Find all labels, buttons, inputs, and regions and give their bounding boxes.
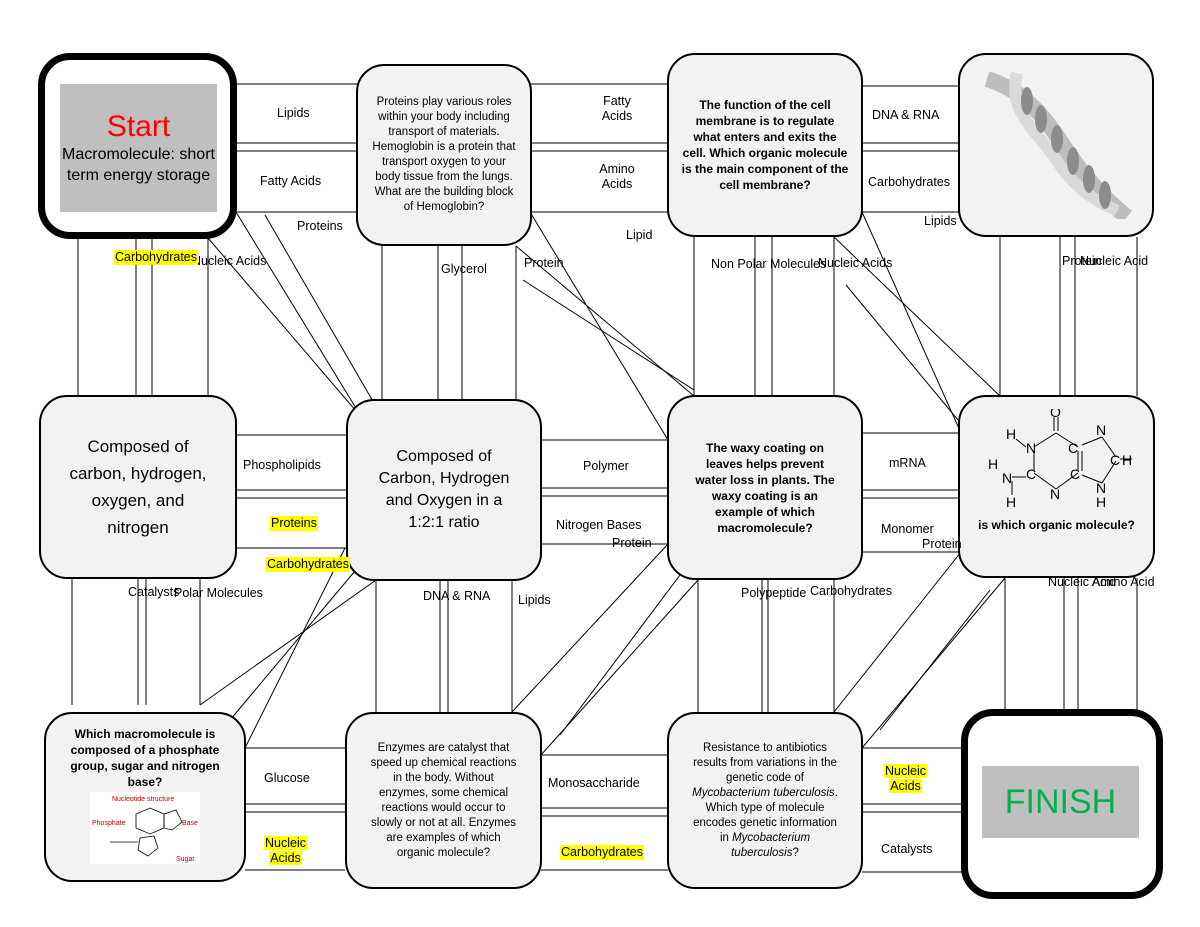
path-label: Nucleic Acid xyxy=(1080,254,1149,268)
path-label: Polypeptide xyxy=(741,586,807,600)
path-label: Lipids xyxy=(518,593,551,607)
space-antibiotics-text-e: ? xyxy=(792,846,799,859)
path-label: Catalysts xyxy=(881,842,933,856)
path-label: Lipids xyxy=(924,214,957,228)
path-label: Protein xyxy=(612,536,652,550)
path-label: Nucleic Acids xyxy=(818,256,893,270)
path-label: Glucose xyxy=(264,771,310,785)
path-label: Lipid xyxy=(626,228,653,242)
path-label: Protein xyxy=(922,537,962,551)
svg-text:N: N xyxy=(1026,440,1036,456)
path-label: Monosaccharide xyxy=(548,776,640,790)
space-hemoglobin-text: Proteins play various roles within your … xyxy=(372,96,516,213)
path-label: DNA & RNA xyxy=(872,108,940,122)
path-label-text: Fatty Acids xyxy=(601,94,633,123)
space-hemoglobin[interactable]: Proteins play various roles within your … xyxy=(356,64,532,246)
path-label-text: Nucleic xyxy=(884,764,927,778)
svg-text:C: C xyxy=(1068,440,1078,456)
svg-text:O: O xyxy=(1050,409,1061,420)
svg-text:N: N xyxy=(1050,486,1060,502)
svg-text:H: H xyxy=(1006,494,1016,509)
path-label: DNA & RNA xyxy=(423,589,491,603)
path-label: Amino Acid xyxy=(1092,575,1155,589)
space-guanine-text: is which organic molecule? xyxy=(978,518,1135,532)
path-label: Nucleic Acid xyxy=(1048,575,1117,589)
space-nucleotide-text: Which macromolecule is composed of a pho… xyxy=(70,727,220,789)
space-antibiotics-text-c: . Which type of molecule encodes genetic… xyxy=(693,786,838,844)
start-panel: Start Macromolecule: short term energy s… xyxy=(60,84,217,212)
path-label: Catalysts xyxy=(128,585,180,599)
path-label-text: Acids xyxy=(269,851,302,865)
space-antibiotics-text-a: Resistance to antibiotics results from v… xyxy=(693,741,837,784)
svg-text:C: C xyxy=(1026,466,1036,482)
path-label-text: Nucleic xyxy=(264,836,307,850)
path-label: Polar Molecules xyxy=(174,586,263,600)
space-waxy-coating-text: The waxy coating on leaves helps prevent… xyxy=(695,440,835,535)
nucleotide-structure-image: Nucleotide structure Phosphate Base Suga… xyxy=(90,792,200,864)
start-subtitle: Macromolecule: short term energy storage xyxy=(62,146,215,184)
path-label-highlight: Nucleic Acids xyxy=(264,836,307,866)
space-cell-membrane-text: The function of the cell membrane is to … xyxy=(681,98,849,192)
path-label: Non Polar Molecules xyxy=(711,257,827,271)
space-cell-membrane[interactable]: The function of the cell membrane is to … xyxy=(667,53,863,237)
path-label: Monomer xyxy=(881,522,934,536)
svg-text:H: H xyxy=(1122,452,1132,468)
path-label: Polymer xyxy=(583,459,629,473)
path-label: Carbohydrates xyxy=(868,175,950,189)
svg-text:N: N xyxy=(1002,470,1012,486)
space-antibiotics-text-b: Mycobacterium tuberculosis xyxy=(692,786,835,799)
path-label-highlight: Carbohydrates xyxy=(266,557,350,572)
space-composed-chon[interactable]: Composed of carbon, hydrogen, oxygen, an… xyxy=(39,395,237,579)
space-nucleotide[interactable]: Which macromolecule is composed of a pho… xyxy=(44,712,246,882)
path-label: Fatty Acids xyxy=(596,94,638,124)
svg-text:H: H xyxy=(1096,494,1106,509)
path-label: Nitrogen Bases xyxy=(556,518,642,532)
space-enzymes-text: Enzymes are catalyst that speed up chemi… xyxy=(370,741,517,859)
path-label: Phospholipids xyxy=(243,458,321,472)
space-antibiotics[interactable]: Resistance to antibiotics results from v… xyxy=(667,712,863,889)
path-label-highlight: Carbohydrates xyxy=(560,845,644,860)
path-label: mRNA xyxy=(889,456,926,470)
start-title: Start xyxy=(106,110,171,143)
space-enzymes[interactable]: Enzymes are catalyst that speed up chemi… xyxy=(345,712,542,889)
path-label: Glycerol xyxy=(441,262,487,276)
path-label-highlight: Proteins xyxy=(270,516,318,531)
finish-title: FINISH xyxy=(1004,782,1117,821)
path-label: Amino Acids xyxy=(594,162,640,192)
path-label: Proteins xyxy=(297,219,343,233)
svg-text:N: N xyxy=(1096,480,1106,496)
path-label: Lipids xyxy=(277,106,310,120)
nucleotide-label-phosphate: Phosphate xyxy=(92,820,126,827)
space-antibiotics-text-d: Mycobacterium tuberculosis xyxy=(731,831,811,859)
svg-text:N: N xyxy=(1096,422,1106,438)
space-composed-cho-text: Composed of Carbon, Hydrogen and Oxygen … xyxy=(378,448,510,531)
path-label-text: Acids xyxy=(889,779,922,793)
path-label: Nucleic Acids xyxy=(192,254,267,268)
path-label-highlight: Carbohydrates xyxy=(114,250,198,265)
finish-panel: FINISH xyxy=(982,766,1139,838)
path-label: Protein xyxy=(1062,254,1102,268)
nucleotide-label-sugar: Sugar xyxy=(176,856,195,863)
space-waxy-coating[interactable]: The waxy coating on leaves helps prevent… xyxy=(667,395,863,580)
svg-text:C: C xyxy=(1070,466,1080,482)
svg-text:H: H xyxy=(988,456,998,472)
path-label: Carbohydrates xyxy=(810,584,892,598)
space-composed-chon-text: Composed of carbon, hydrogen, oxygen, an… xyxy=(69,437,207,537)
space-composed-cho[interactable]: Composed of Carbon, Hydrogen and Oxygen … xyxy=(346,399,542,581)
svg-text:H: H xyxy=(1006,426,1016,442)
path-label-highlight: Nucleic Acids xyxy=(884,764,927,794)
path-label: Protein xyxy=(524,256,564,270)
dna-helix-image xyxy=(984,71,1133,219)
nucleotide-caption: Nucleotide structure xyxy=(112,796,175,803)
path-label-text: Amino Acids xyxy=(599,162,635,191)
svg-text:C: C xyxy=(1110,452,1120,468)
space-dna-image[interactable] xyxy=(958,53,1154,237)
nucleotide-label-base: Base xyxy=(182,820,198,827)
path-label: Fatty Acids xyxy=(260,174,322,188)
